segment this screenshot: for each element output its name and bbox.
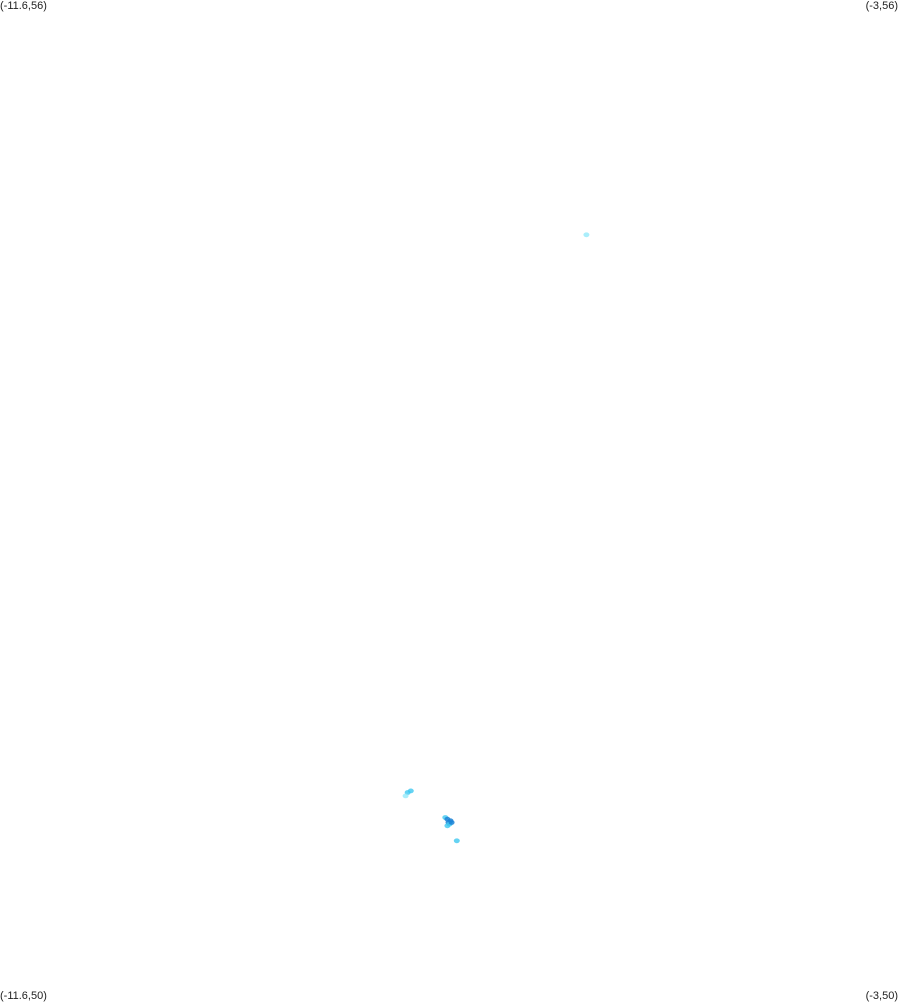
map-point — [448, 820, 455, 825]
corner-label-bottom-left: (-11.6,50) — [0, 990, 47, 1002]
map-point — [407, 788, 414, 794]
map-point — [444, 823, 451, 829]
map-point — [583, 232, 590, 238]
map-point — [453, 838, 460, 844]
corner-label-top-right: (-3,56) — [865, 0, 898, 12]
corner-label-top-left: (-11.6,56) — [0, 0, 47, 12]
points-layer — [402, 232, 590, 844]
corner-label-bottom-right: (-3,50) — [865, 990, 898, 1002]
map-point — [402, 793, 409, 799]
